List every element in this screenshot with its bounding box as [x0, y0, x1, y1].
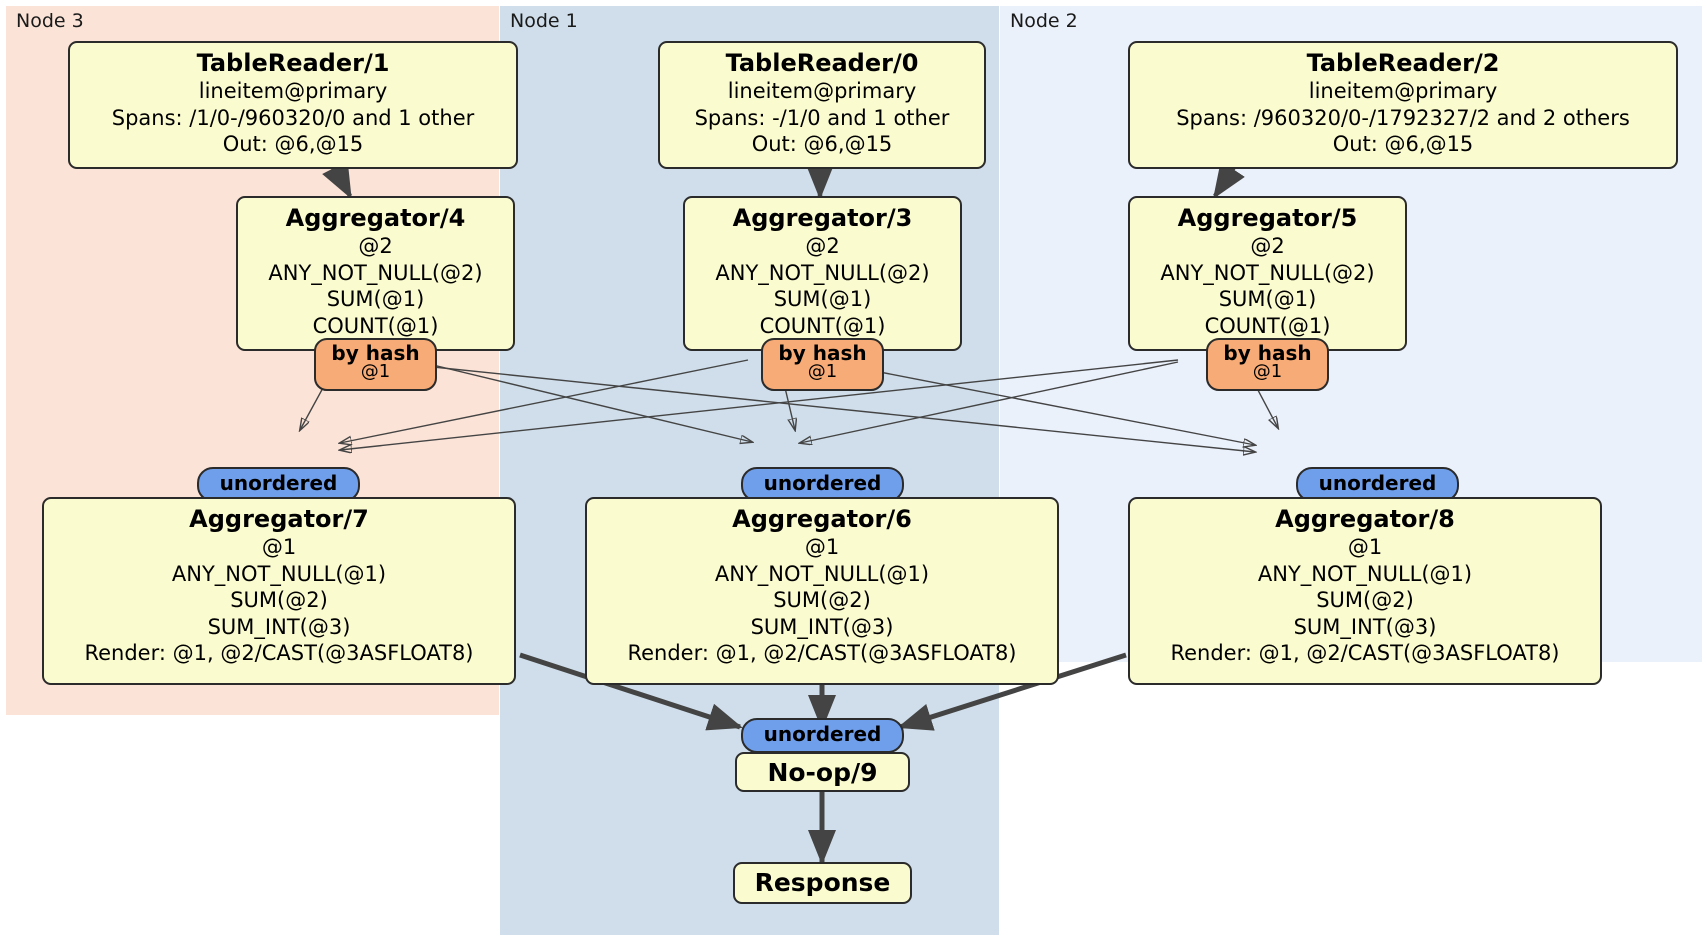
processor-line: @1 — [1347, 535, 1383, 559]
processor-line: COUNT(@1) — [759, 313, 886, 338]
node-label-node2: Node 2 — [1010, 10, 1078, 32]
processor-line: @1 — [261, 535, 297, 559]
router-column: @1 — [1252, 361, 1283, 382]
processor-line: @2 — [1250, 234, 1285, 258]
processor-aggregator-6[interactable]: Aggregator/6 @1 ANY_NOT_NULL(@1) SUM(@2)… — [585, 497, 1059, 685]
router-badge-by-hash-right[interactable]: by hash @1 — [1206, 338, 1329, 391]
router-kind: by hash — [1223, 341, 1312, 365]
processor-line: SUM(@1) — [1218, 287, 1317, 311]
synchronizer-kind: unordered — [1318, 471, 1437, 495]
processor-line: Out: @6,@15 — [222, 132, 364, 156]
processor-aggregator-8[interactable]: Aggregator/8 @1 ANY_NOT_NULL(@1) SUM(@2)… — [1128, 497, 1602, 685]
synchronizer-kind: unordered — [219, 471, 338, 495]
router-kind: by hash — [331, 341, 420, 365]
processor-aggregator-5[interactable]: Aggregator/5 @2 ANY_NOT_NULL(@2) SUM(@1)… — [1128, 196, 1407, 351]
processor-line: SUM(@2) — [773, 588, 871, 612]
processor-title: Aggregator/4 — [285, 204, 466, 232]
processor-line: ANY_NOT_NULL(@1) — [714, 561, 930, 586]
synchronizer-badge-unordered-right[interactable]: unordered — [1296, 467, 1459, 502]
processor-title: TableReader/1 — [196, 49, 390, 77]
processor-line: lineitem@primary — [1308, 79, 1498, 103]
processor-line: SUM(@1) — [326, 287, 425, 311]
processor-tablereader-0[interactable]: TableReader/0 lineitem@primary Spans: -/… — [658, 41, 986, 169]
processor-line: ANY_NOT_NULL(@2) — [715, 260, 930, 285]
processor-title: No-op/9 — [767, 758, 878, 787]
processor-line: lineitem@primary — [727, 79, 917, 103]
processor-title: Aggregator/3 — [732, 204, 913, 232]
processor-line: COUNT(@1) — [312, 313, 439, 338]
synchronizer-kind: unordered — [763, 722, 882, 746]
processor-line: Spans: /960320/0-/1792327/2 and 2 others — [1176, 105, 1630, 130]
node-label-node3: Node 3 — [16, 10, 84, 32]
processor-line: ANY_NOT_NULL(@1) — [1257, 561, 1473, 586]
router-column: @1 — [360, 361, 391, 382]
processor-title: TableReader/2 — [1306, 49, 1500, 77]
router-column: @1 — [807, 361, 838, 382]
processor-line: @1 — [804, 535, 840, 559]
processor-line: SUM(@1) — [773, 287, 872, 311]
processor-line: SUM_INT(@3) — [207, 614, 351, 639]
processor-line: SUM_INT(@3) — [1293, 614, 1437, 639]
processor-line: ANY_NOT_NULL(@2) — [1160, 260, 1375, 285]
processor-line: @2 — [805, 234, 840, 258]
processor-aggregator-4[interactable]: Aggregator/4 @2 ANY_NOT_NULL(@2) SUM(@1)… — [236, 196, 515, 351]
synchronizer-badge-unordered-final[interactable]: unordered — [741, 718, 904, 753]
processor-response[interactable]: Response — [733, 862, 912, 904]
processor-line: ANY_NOT_NULL(@2) — [268, 260, 483, 285]
processor-line: SUM(@2) — [230, 588, 328, 612]
processor-title: Aggregator/8 — [1275, 505, 1455, 533]
processor-line: COUNT(@1) — [1204, 313, 1331, 338]
processor-tablereader-1[interactable]: TableReader/1 lineitem@primary Spans: /1… — [68, 41, 518, 169]
processor-line: lineitem@primary — [198, 79, 388, 103]
synchronizer-kind: unordered — [763, 471, 882, 495]
processor-line: Render: @1, @2/CAST(@3ASFLOAT8) — [1170, 641, 1560, 665]
processor-title: Response — [754, 868, 891, 897]
router-kind: by hash — [778, 341, 867, 365]
processor-line: Render: @1, @2/CAST(@3ASFLOAT8) — [84, 641, 474, 665]
processor-title: Aggregator/5 — [1177, 204, 1358, 232]
node-label-node1: Node 1 — [510, 10, 578, 32]
processor-tablereader-2[interactable]: TableReader/2 lineitem@primary Spans: /9… — [1128, 41, 1678, 169]
processor-line: Out: @6,@15 — [1332, 132, 1474, 156]
processor-line: Spans: /1/0-/960320/0 and 1 other — [111, 105, 475, 130]
processor-line: SUM_INT(@3) — [750, 614, 894, 639]
processor-aggregator-3[interactable]: Aggregator/3 @2 ANY_NOT_NULL(@2) SUM(@1)… — [683, 196, 962, 351]
processor-line: Render: @1, @2/CAST(@3ASFLOAT8) — [627, 641, 1017, 665]
processor-aggregator-7[interactable]: Aggregator/7 @1 ANY_NOT_NULL(@1) SUM(@2)… — [42, 497, 516, 685]
processor-title: TableReader/0 — [725, 49, 919, 77]
processor-no-op-9[interactable]: No-op/9 — [735, 752, 910, 792]
router-badge-by-hash-center[interactable]: by hash @1 — [761, 338, 884, 391]
processor-line: Spans: -/1/0 and 1 other — [694, 105, 950, 130]
processor-line: Out: @6,@15 — [751, 132, 893, 156]
processor-title: Aggregator/7 — [189, 505, 369, 533]
processor-line: SUM(@2) — [1316, 588, 1414, 612]
processor-line: @2 — [358, 234, 393, 258]
processor-line: ANY_NOT_NULL(@1) — [171, 561, 387, 586]
router-badge-by-hash-left[interactable]: by hash @1 — [314, 338, 437, 391]
processor-title: Aggregator/6 — [732, 505, 912, 533]
